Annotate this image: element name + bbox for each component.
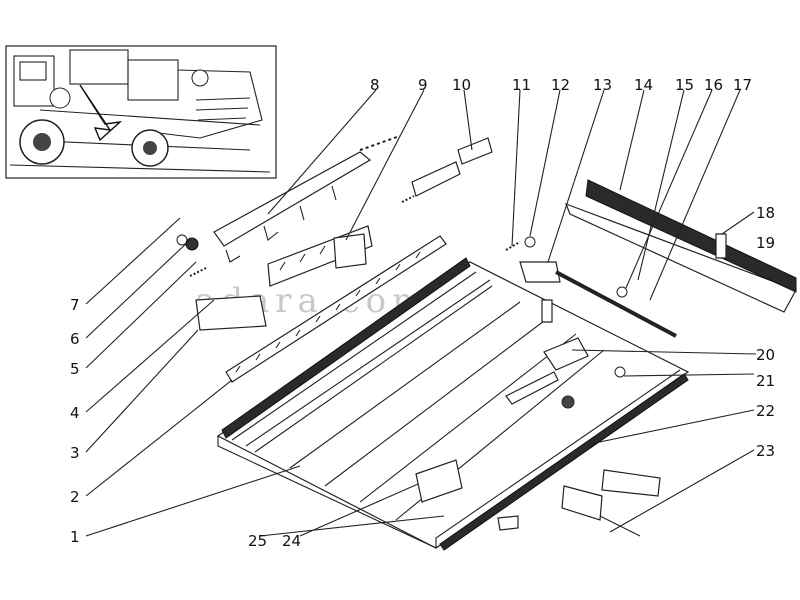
callout-15: 15 xyxy=(675,76,694,94)
callout-10: 10 xyxy=(452,76,471,94)
nut-part-6 xyxy=(185,237,199,251)
strap-part-22b xyxy=(505,371,559,405)
link-assembly-part-13 xyxy=(505,236,677,338)
leader-lines xyxy=(85,89,757,537)
callout-19: 19 xyxy=(756,234,775,252)
callout-11: 11 xyxy=(512,76,531,94)
callout-17: 17 xyxy=(733,76,752,94)
washer-part-21 xyxy=(614,366,626,378)
callout-3: 3 xyxy=(70,444,80,462)
pin-part-5 xyxy=(189,267,207,277)
callout-22: 22 xyxy=(756,402,775,420)
bolt-part-19 xyxy=(715,233,727,259)
callout-12: 12 xyxy=(551,76,570,94)
plate-part-24 xyxy=(415,459,463,503)
clips-part-10 xyxy=(401,137,493,203)
combine-inset xyxy=(5,45,277,179)
callout-8: 8 xyxy=(370,76,380,94)
callout-25: 25 xyxy=(248,532,267,550)
callout-4: 4 xyxy=(70,404,80,422)
comb-part-2 xyxy=(225,235,447,383)
toothed-bar-part-8 xyxy=(213,135,401,263)
callout-16: 16 xyxy=(704,76,723,94)
callout-6: 6 xyxy=(70,330,80,348)
callout-1: 1 xyxy=(70,528,80,546)
frame-part-1 xyxy=(216,257,690,551)
callout-23: 23 xyxy=(756,442,775,460)
callout-18: 18 xyxy=(756,204,775,222)
fitting-part-20 xyxy=(543,337,589,371)
callout-2: 2 xyxy=(70,488,80,506)
callout-7: 7 xyxy=(70,296,80,314)
callout-20: 20 xyxy=(756,346,775,364)
nut-part-22 xyxy=(561,395,575,409)
plate-part-3 xyxy=(195,295,267,331)
callout-13: 13 xyxy=(593,76,612,94)
callout-5: 5 xyxy=(70,360,80,378)
callout-21: 21 xyxy=(756,372,775,390)
bar-part-14 xyxy=(564,179,797,313)
callout-24: 24 xyxy=(282,532,301,550)
bracket-part-9 xyxy=(333,233,367,269)
blade-part-23 xyxy=(561,469,661,537)
callout-14: 14 xyxy=(634,76,653,94)
callout-9: 9 xyxy=(418,76,428,94)
callout-numbers: 1 2 3 4 5 6 7 8 9 10 11 12 13 14 15 16 1… xyxy=(70,76,775,550)
bolt-part-25 xyxy=(497,515,519,531)
